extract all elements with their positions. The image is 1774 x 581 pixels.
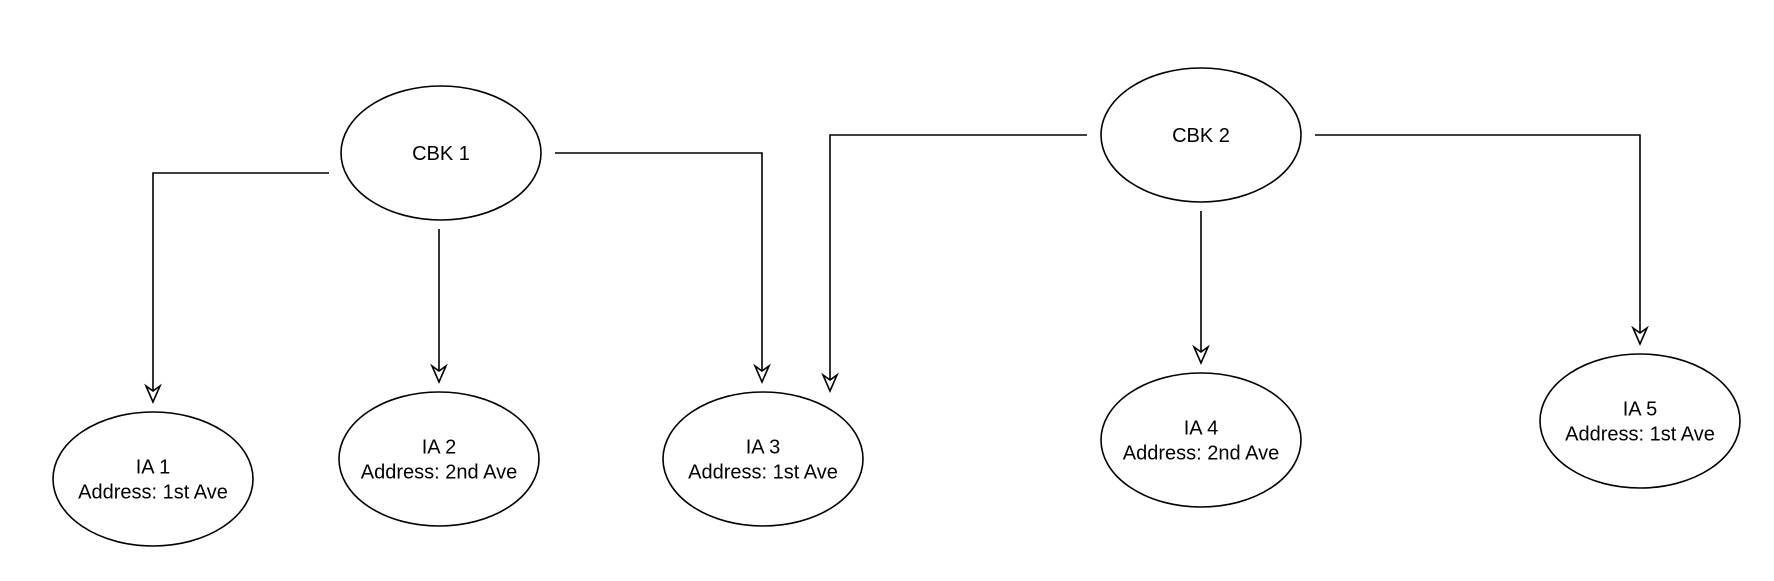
node-ellipse <box>1100 372 1302 508</box>
nodes-layer: CBK 1 CBK 2 IA 1 Address: 1st Ave IA 2 Addres… <box>52 67 1741 547</box>
node-title: CBK 1 <box>412 143 470 165</box>
node-ia2[interactable]: IA 2 Address: 2nd Ave <box>338 391 540 527</box>
edge-cbk1-to-ia3 <box>555 152 771 384</box>
node-cbk1[interactable]: CBK 1 <box>340 85 542 221</box>
arrowhead-icon <box>1631 325 1649 346</box>
node-title: IA 2 <box>422 437 456 459</box>
node-address: Address: 1st Ave <box>1565 424 1715 446</box>
node-title: IA 1 <box>136 457 170 479</box>
edge-cbk2-to-ia5 <box>1315 134 1649 346</box>
edge-cbk1-to-ia1 <box>144 172 329 404</box>
edges-layer <box>144 134 1649 404</box>
node-address: Address: 1st Ave <box>688 462 838 484</box>
node-ellipse <box>662 391 864 527</box>
node-title: IA 3 <box>746 437 780 459</box>
node-ia5[interactable]: IA 5 Address: 1st Ave <box>1539 353 1741 489</box>
node-ia1[interactable]: IA 1 Address: 1st Ave <box>52 411 254 547</box>
node-ellipse <box>1100 67 1302 203</box>
arrowhead-icon <box>753 363 771 384</box>
arrowhead-icon <box>821 372 839 393</box>
node-title: IA 4 <box>1184 418 1218 440</box>
edge-cbk1-to-ia2 <box>430 229 448 384</box>
node-cbk2[interactable]: CBK 2 <box>1100 67 1302 203</box>
node-ellipse <box>338 391 540 527</box>
node-ellipse <box>52 411 254 547</box>
node-address: Address: 1st Ave <box>78 482 228 504</box>
edge-line <box>555 152 763 371</box>
edge-line <box>829 134 1087 380</box>
node-ellipse <box>340 85 542 221</box>
node-ia4[interactable]: IA 4 Address: 2nd Ave <box>1100 372 1302 508</box>
arrowhead-icon <box>1192 344 1210 365</box>
node-title: CBK 2 <box>1172 125 1230 147</box>
edge-line <box>152 172 329 391</box>
node-address: Address: 2nd Ave <box>361 462 517 484</box>
edge-line <box>1315 134 1641 333</box>
node-ellipse <box>1539 353 1741 489</box>
arrowhead-icon <box>144 383 162 404</box>
node-ia3[interactable]: IA 3 Address: 1st Ave <box>662 391 864 527</box>
node-title: IA 5 <box>1623 399 1657 421</box>
edge-cbk2-to-ia4 <box>1192 211 1210 365</box>
node-address: Address: 2nd Ave <box>1123 443 1279 465</box>
edge-cbk2-to-ia3 <box>821 134 1087 393</box>
arrowhead-icon <box>430 363 448 384</box>
